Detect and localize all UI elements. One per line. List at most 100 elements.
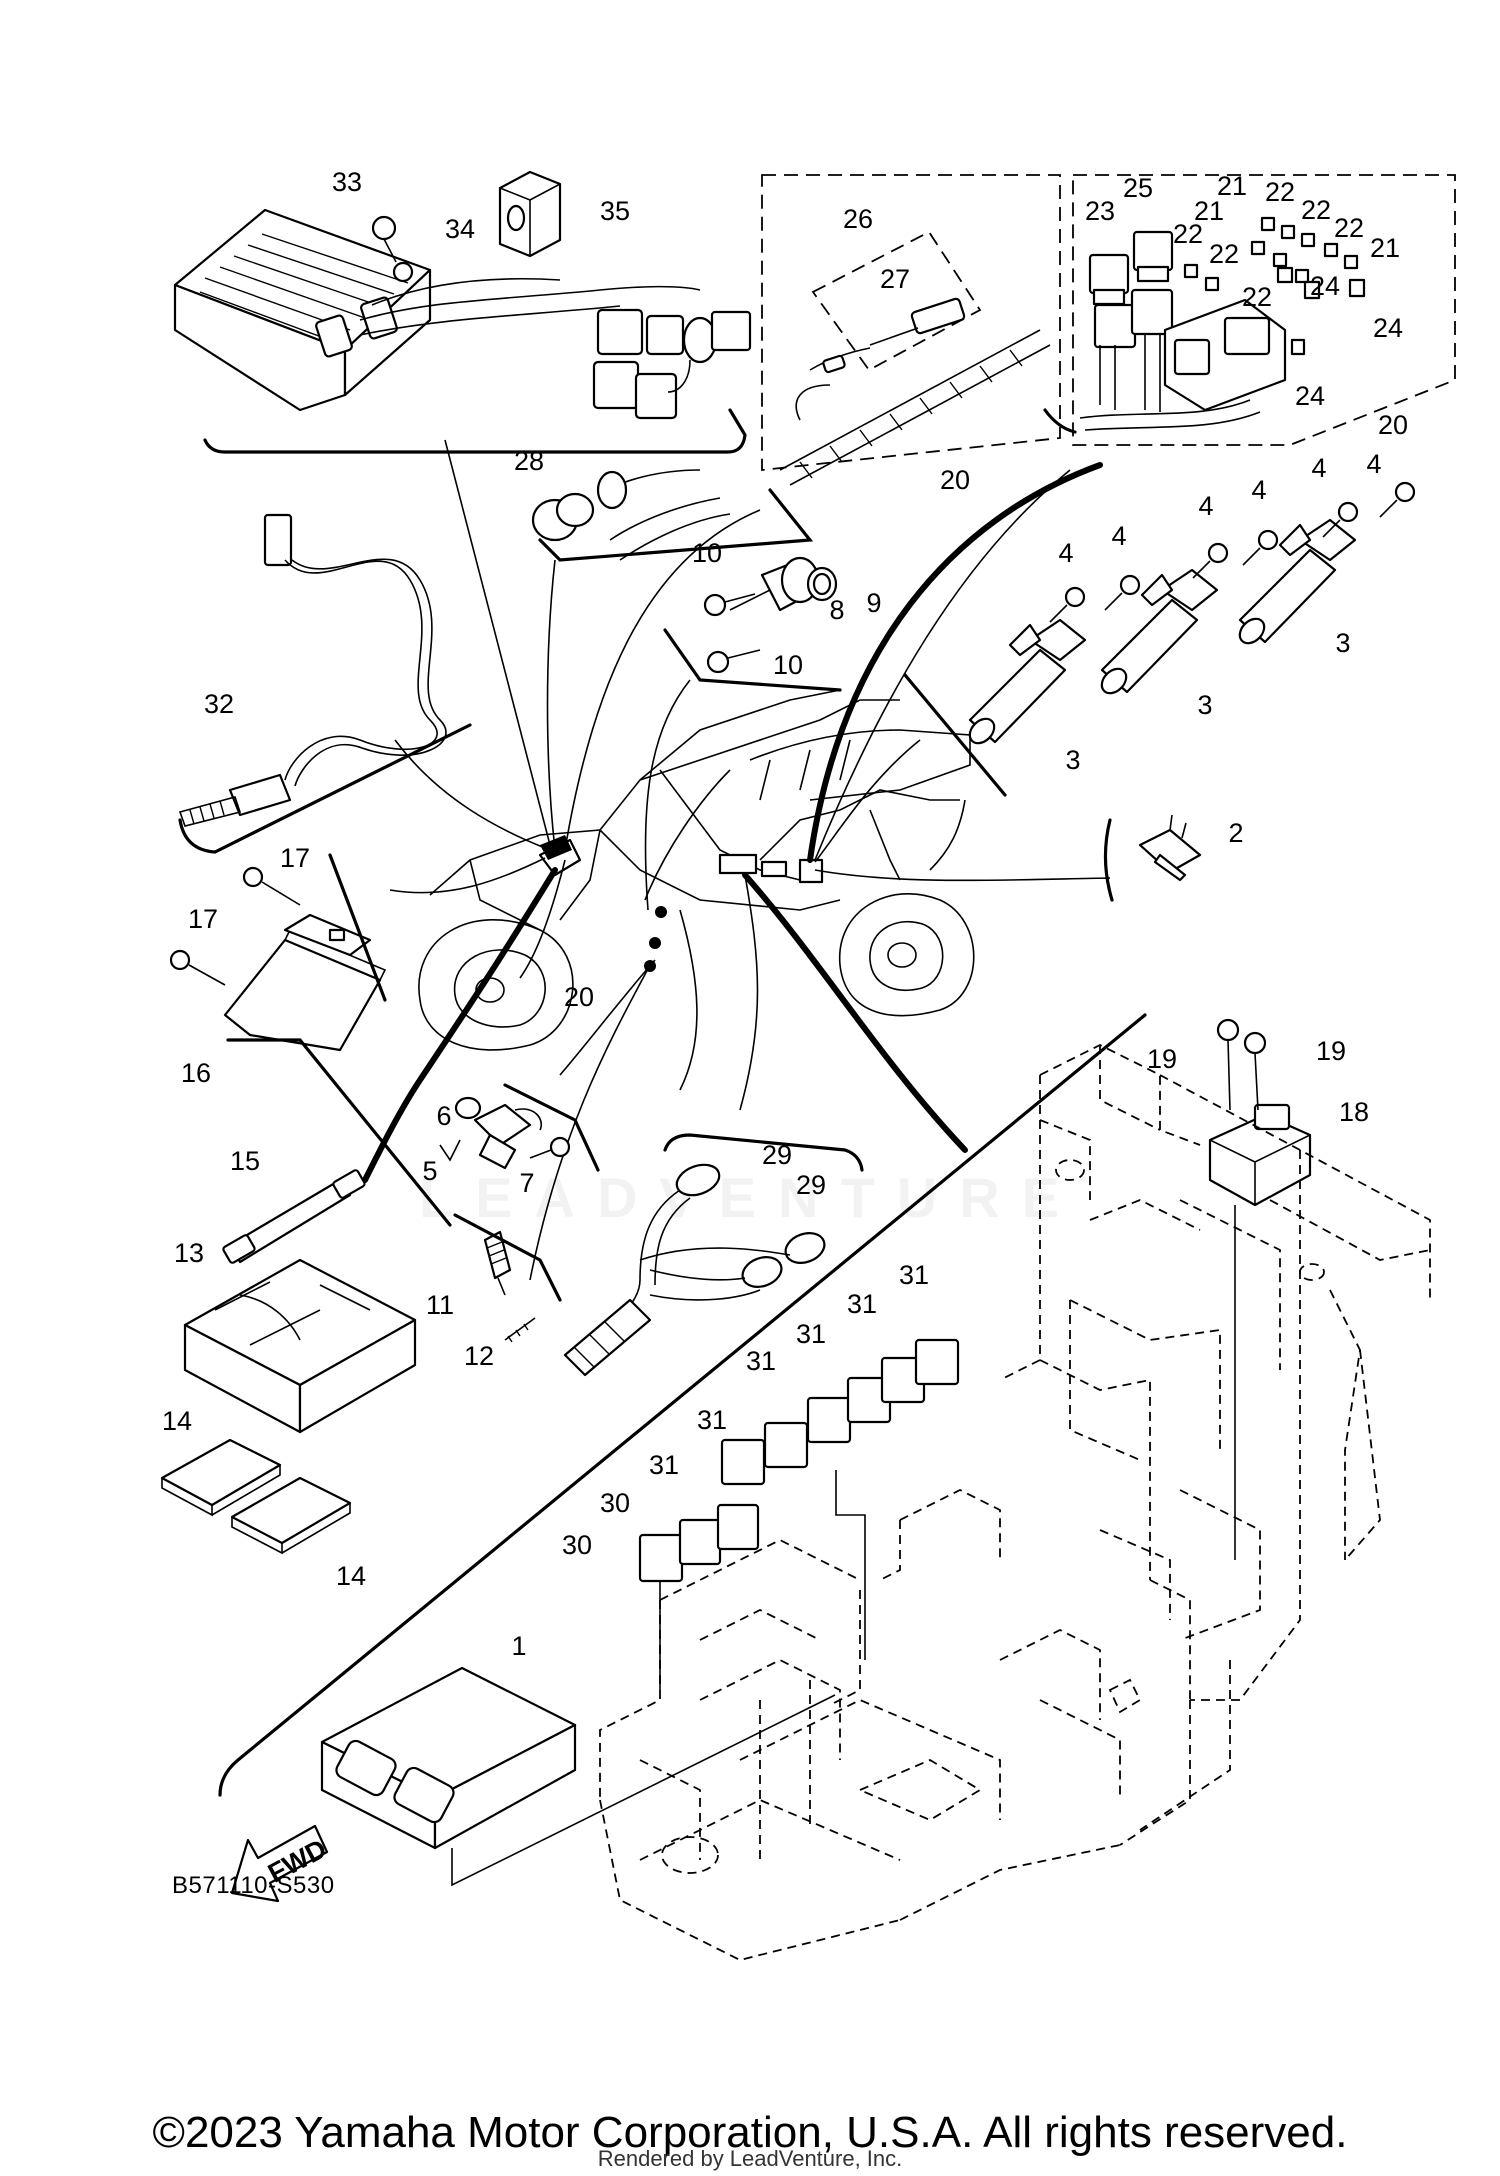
part-13-battery-box[interactable] bbox=[183, 1258, 417, 1434]
harness-bold-2 bbox=[742, 872, 968, 1153]
part-17-screws[interactable] bbox=[169, 866, 301, 986]
callout-c23: 23 bbox=[1085, 196, 1115, 226]
callout-c24b: 24 bbox=[1373, 313, 1403, 343]
callout-c22f: 22 bbox=[1242, 282, 1272, 312]
callout-c5: 5 bbox=[422, 1156, 437, 1186]
part-5-speed-sensor[interactable] bbox=[473, 1103, 542, 1170]
part-1-ecm[interactable] bbox=[320, 1666, 577, 1850]
callout-c24a: 24 bbox=[1310, 271, 1340, 301]
fuse-box-block bbox=[1079, 288, 1287, 431]
part-23-relay[interactable] bbox=[1088, 253, 1130, 306]
callout-c19b: 19 bbox=[1316, 1036, 1346, 1066]
callout-c30a: 30 bbox=[600, 1488, 630, 1518]
callout-c4b: 4 bbox=[1111, 521, 1126, 551]
callout-c1: 1 bbox=[511, 1631, 526, 1661]
part-9-o-ring[interactable] bbox=[806, 566, 838, 602]
callout-c30b: 30 bbox=[562, 1530, 592, 1560]
group-bracket-33 bbox=[203, 408, 747, 454]
callout-c22a: 22 bbox=[1265, 177, 1295, 207]
frame-outline bbox=[599, 1043, 1431, 1961]
callout-c31c: 31 bbox=[796, 1319, 826, 1349]
part-31-relays[interactable] bbox=[720, 1338, 960, 1486]
part-18-starter-relay[interactable] bbox=[1208, 1103, 1312, 1207]
group-box-fuses bbox=[1072, 174, 1456, 446]
callout-c21b: 21 bbox=[1194, 196, 1224, 226]
part-6-o-ring[interactable] bbox=[454, 1096, 482, 1120]
callout-c28: 28 bbox=[514, 446, 544, 476]
callout-c31b: 31 bbox=[847, 1289, 877, 1319]
callout-c11: 11 bbox=[426, 1290, 454, 1320]
callout-c19a: 19 bbox=[1147, 1044, 1177, 1074]
part-10-bolt-b[interactable] bbox=[706, 649, 761, 674]
part-3-ignition-coil-b[interactable] bbox=[1097, 568, 1219, 698]
callout-c10b: 10 bbox=[773, 650, 803, 680]
harness-leader-lines bbox=[389, 439, 1111, 1281]
part-10-bolt-a[interactable] bbox=[703, 593, 756, 617]
part-12-clip[interactable] bbox=[504, 1317, 536, 1343]
callout-c35: 35 bbox=[600, 196, 630, 226]
callout-c34: 34 bbox=[445, 214, 475, 244]
vehicle-silhouette bbox=[418, 689, 975, 1051]
part-27-wire-connector[interactable] bbox=[809, 297, 966, 374]
callout-c20c: 20 bbox=[1378, 410, 1408, 440]
group-bracket-28 bbox=[538, 488, 814, 562]
callout-c10a: 10 bbox=[692, 538, 722, 568]
callout-c22c: 22 bbox=[1334, 213, 1364, 243]
part-3-ignition-coil-a[interactable] bbox=[965, 618, 1087, 748]
callout-c3c: 3 bbox=[1335, 628, 1350, 658]
part-14-pad-b[interactable] bbox=[230, 1476, 352, 1555]
part-3-ignition-coil-c[interactable] bbox=[1235, 518, 1357, 648]
callout-c31e: 31 bbox=[697, 1405, 727, 1435]
callout-c22b: 22 bbox=[1301, 195, 1331, 225]
callout-c14b: 14 bbox=[336, 1561, 366, 1591]
harness-bold-3 bbox=[362, 867, 558, 1183]
callout-c4f: 4 bbox=[1366, 449, 1381, 479]
callout-c17a: 17 bbox=[280, 843, 310, 873]
part-4-bolts[interactable] bbox=[1049, 481, 1416, 623]
part-15-strap[interactable] bbox=[222, 1169, 366, 1264]
callout-c7: 7 bbox=[519, 1168, 534, 1198]
group-bracket-2 bbox=[1103, 818, 1114, 902]
part-25-relay[interactable] bbox=[1132, 230, 1174, 283]
callout-c4a: 4 bbox=[1058, 538, 1073, 568]
watermark: LEADVENTURE bbox=[418, 1166, 1082, 1229]
callout-c16: 16 bbox=[181, 1058, 211, 1088]
callout-c3a: 3 bbox=[1065, 745, 1080, 775]
harness-33-connectors bbox=[359, 277, 752, 420]
callout-c8: 8 bbox=[829, 595, 844, 625]
callout-c2: 2 bbox=[1228, 818, 1243, 848]
diagram-code: B571110-S530 bbox=[172, 1872, 335, 1899]
callout-c20b: 20 bbox=[940, 465, 970, 495]
part-8-crank-sensor[interactable] bbox=[729, 556, 820, 612]
callout-c4e: 4 bbox=[1311, 453, 1326, 483]
callout-c14a: 14 bbox=[162, 1406, 192, 1436]
part-34-bolt[interactable] bbox=[371, 215, 414, 283]
part-14-pad-a[interactable] bbox=[160, 1438, 282, 1517]
part-7-bolt[interactable] bbox=[529, 1136, 571, 1159]
part-30-relays[interactable] bbox=[638, 1503, 760, 1583]
part-2-pressure-switch[interactable] bbox=[1138, 814, 1202, 882]
callout-c4c: 4 bbox=[1198, 491, 1213, 521]
group-bracket-32 bbox=[178, 723, 472, 854]
part-16-module[interactable] bbox=[223, 913, 387, 1052]
part-21-22-24-fuses[interactable] bbox=[1183, 216, 1366, 356]
part-29-sub-harness[interactable] bbox=[563, 1159, 829, 1377]
part-32-oxygen-sensor[interactable] bbox=[178, 513, 447, 827]
part-19-bolts[interactable] bbox=[1216, 1018, 1267, 1111]
callout-c17b: 17 bbox=[188, 904, 218, 934]
part-33-ecu-unit[interactable] bbox=[173, 208, 432, 412]
fwd-arrow bbox=[230, 1824, 329, 1903]
callout-c22e: 22 bbox=[1209, 239, 1239, 269]
callout-c31d: 31 bbox=[746, 1346, 776, 1376]
callout-c21c: 21 bbox=[1370, 233, 1400, 263]
part-35-clamp[interactable] bbox=[498, 170, 562, 258]
callout-c22d: 22 bbox=[1173, 219, 1203, 249]
group-bracket-29 bbox=[663, 1133, 864, 1172]
group-bracket-16 bbox=[328, 853, 387, 1002]
harness-bold-1 bbox=[807, 462, 1103, 863]
callout-c20a: 20 bbox=[564, 982, 594, 1012]
group-bracket-16b bbox=[226, 1038, 452, 1227]
part-28-sensor[interactable] bbox=[531, 469, 731, 561]
callout-c27: 27 bbox=[880, 264, 910, 294]
